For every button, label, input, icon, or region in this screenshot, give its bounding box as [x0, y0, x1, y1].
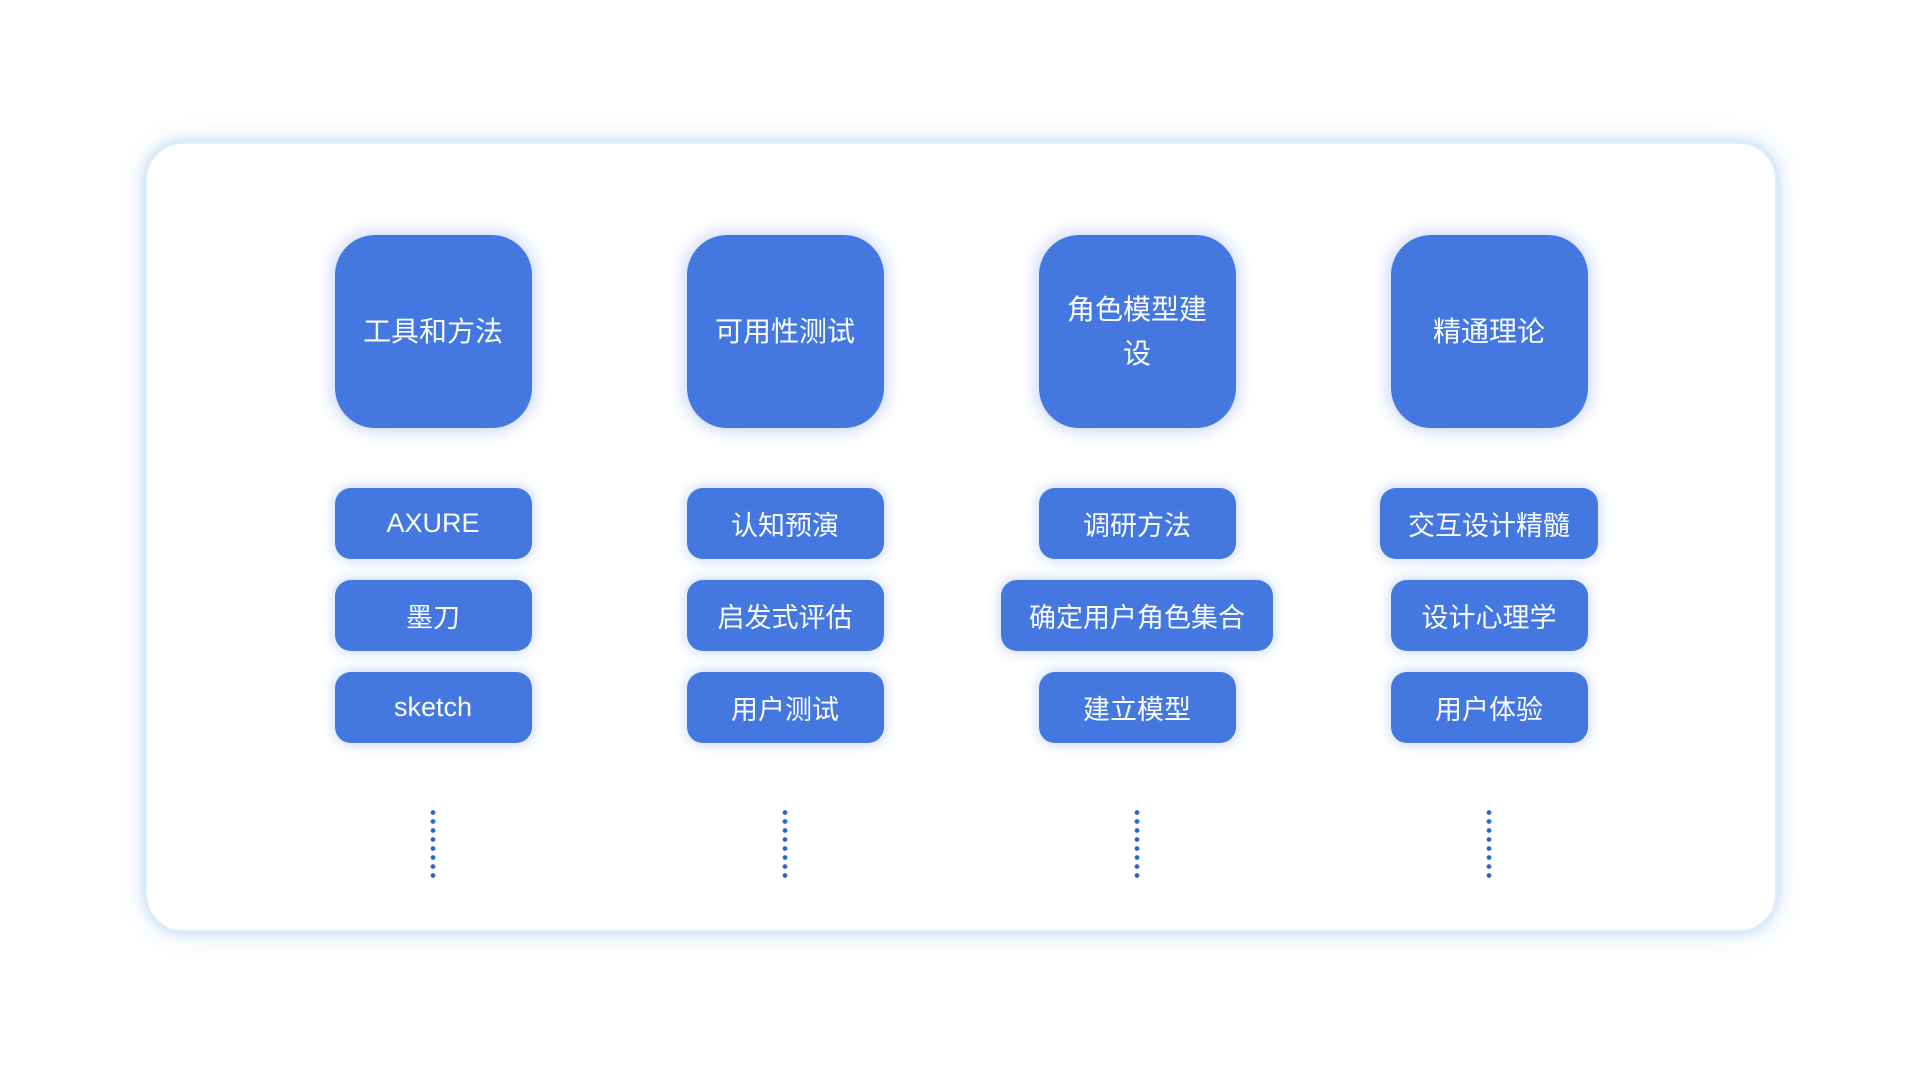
ellipsis-dots	[1134, 808, 1140, 880]
diagram-card: 工具和方法 AXURE 墨刀 sketch 可用性测试 认知预演 启发式评估 用…	[145, 142, 1777, 932]
column-tools-and-methods: 工具和方法 AXURE 墨刀 sketch	[257, 235, 609, 880]
subtopic-list: 调研方法 确定用户角色集合 建立模型	[1001, 488, 1273, 743]
subtopic-list: 交互设计精髓 设计心理学 用户体验	[1380, 488, 1598, 743]
subtopic-list: 认知预演 启发式评估 用户测试	[686, 488, 884, 743]
ellipsis-dots	[430, 808, 436, 880]
subtopic-node[interactable]: 用户测试	[686, 672, 884, 743]
subtopic-node[interactable]: 启发式评估	[686, 580, 884, 651]
mindmap-columns: 工具和方法 AXURE 墨刀 sketch 可用性测试 认知预演 启发式评估 用…	[257, 235, 1665, 880]
subtopic-node[interactable]: 认知预演	[686, 488, 884, 559]
subtopic-node[interactable]: 墨刀	[334, 580, 532, 651]
topic-node-usability-testing[interactable]: 可用性测试	[686, 235, 884, 428]
subtopic-node[interactable]: 确定用户角色集合	[1001, 580, 1273, 651]
subtopic-node[interactable]: 交互设计精髓	[1380, 488, 1598, 559]
column-persona-modeling: 角色模型建设 调研方法 确定用户角色集合 建立模型	[961, 235, 1313, 880]
subtopic-node[interactable]: AXURE	[334, 488, 532, 559]
subtopic-list: AXURE 墨刀 sketch	[334, 488, 532, 743]
subtopic-node[interactable]: 调研方法	[1038, 488, 1236, 559]
ellipsis-dots	[1486, 808, 1492, 880]
topic-node-theory-mastery[interactable]: 精通理论	[1390, 235, 1588, 428]
topic-node-persona-modeling[interactable]: 角色模型建设	[1038, 235, 1236, 428]
column-usability-testing: 可用性测试 认知预演 启发式评估 用户测试	[609, 235, 961, 880]
ellipsis-dots	[782, 808, 788, 880]
subtopic-node[interactable]: 设计心理学	[1390, 580, 1588, 651]
topic-node-tools-and-methods[interactable]: 工具和方法	[334, 235, 532, 428]
column-theory-mastery: 精通理论 交互设计精髓 设计心理学 用户体验	[1313, 235, 1665, 880]
subtopic-node[interactable]: sketch	[334, 672, 532, 743]
subtopic-node[interactable]: 建立模型	[1038, 672, 1236, 743]
subtopic-node[interactable]: 用户体验	[1390, 672, 1588, 743]
